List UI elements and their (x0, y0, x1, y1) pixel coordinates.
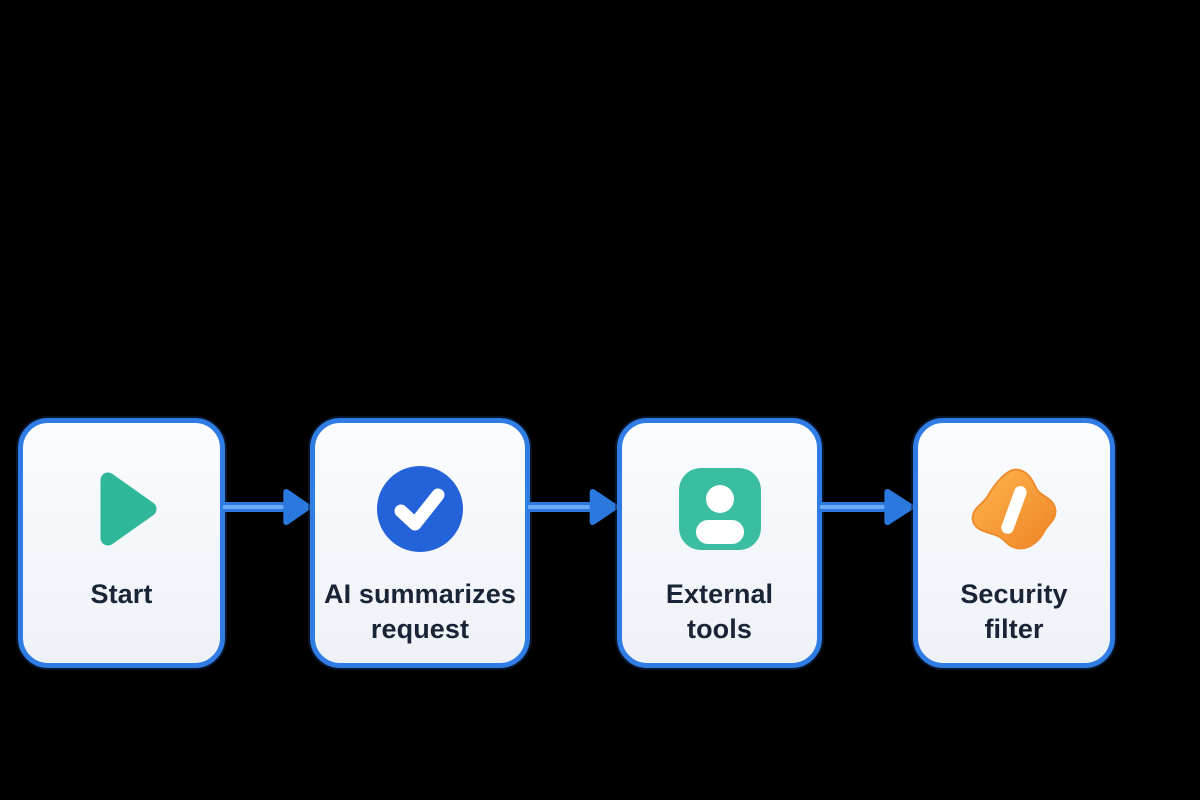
flow-node-start[interactable]: Start (18, 418, 225, 668)
flow-node-external-tools[interactable]: External tools (617, 418, 822, 668)
node-label-security-filter: Security filter (960, 579, 1068, 644)
flow-node-ai-summarizes[interactable]: AI summarizes request (310, 418, 530, 668)
flow-connector-arrow (223, 489, 312, 525)
play-icon (72, 465, 172, 553)
node-label-external-tools: External tools (665, 579, 774, 644)
node-label-start: Start (90, 579, 153, 609)
flow-connector-arrow (528, 489, 618, 525)
check-circle-icon (370, 465, 470, 553)
node-label-ai-summarizes: AI summarizes request (324, 579, 516, 644)
person-icon (670, 465, 770, 553)
slash-blob-icon (964, 465, 1064, 553)
flow-node-security-filter[interactable]: Security filter (913, 418, 1115, 668)
flow-connector-arrow (820, 489, 914, 525)
